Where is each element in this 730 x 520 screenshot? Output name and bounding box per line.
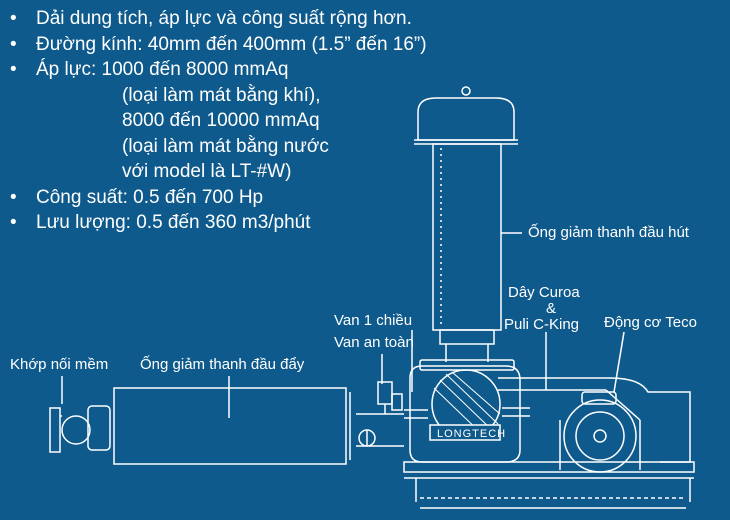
label-discharge-silencer: Ống giảm thanh đầu đẩy — [140, 356, 305, 373]
spec-pressure-model: với model là LT-#W) — [122, 161, 292, 182]
label-belt-amp: & — [546, 300, 557, 317]
label-safety-valve: Van an toàn — [334, 334, 414, 351]
label-suction-silencer: Ống giảm thanh đầu hút — [528, 224, 689, 241]
spec-list: Dải dung tích, áp lực và công suất rộng … — [8, 6, 427, 236]
label-flex-joint: Khớp nối mềm — [10, 356, 109, 373]
spec-pressure-high: 8000 đến 10000 mmAq — [122, 110, 320, 131]
spec-flow: Lưu lượng: 0.5 đến 360 m3/phút — [8, 210, 427, 236]
spec-power: Công suất: 0.5 đến 700 Hp — [8, 185, 427, 211]
base-frame — [403, 461, 695, 509]
spec-capacity-range: Dải dung tích, áp lực và công suất rộng … — [8, 6, 427, 32]
label-belt: Dây Curoa — [508, 284, 580, 301]
spec-pressure: Áp lực: 1000 đến 8000 mmAq — [8, 57, 427, 83]
label-pulley: Puli C-King — [504, 316, 580, 333]
leader-motor — [613, 331, 625, 393]
blower-body — [404, 359, 530, 463]
suction-silencer — [414, 86, 518, 362]
brand-label: LONGTECH — [437, 428, 506, 440]
label-motor: Động cơ Teco — [604, 314, 697, 331]
label-check-valve: Van 1 chiều — [334, 312, 413, 329]
belt-guard — [498, 377, 691, 463]
motor — [559, 391, 641, 473]
spec-pressure-air-cooled: (loại làm mát bằng khí), — [122, 84, 321, 106]
spec-diameter: Đường kính: 40mm đến 400mm (1.5” đến 16”… — [8, 32, 427, 58]
discharge-assembly — [49, 381, 404, 465]
spec-pressure-water-cooled: (loại làm mát bằng nước — [122, 135, 329, 157]
